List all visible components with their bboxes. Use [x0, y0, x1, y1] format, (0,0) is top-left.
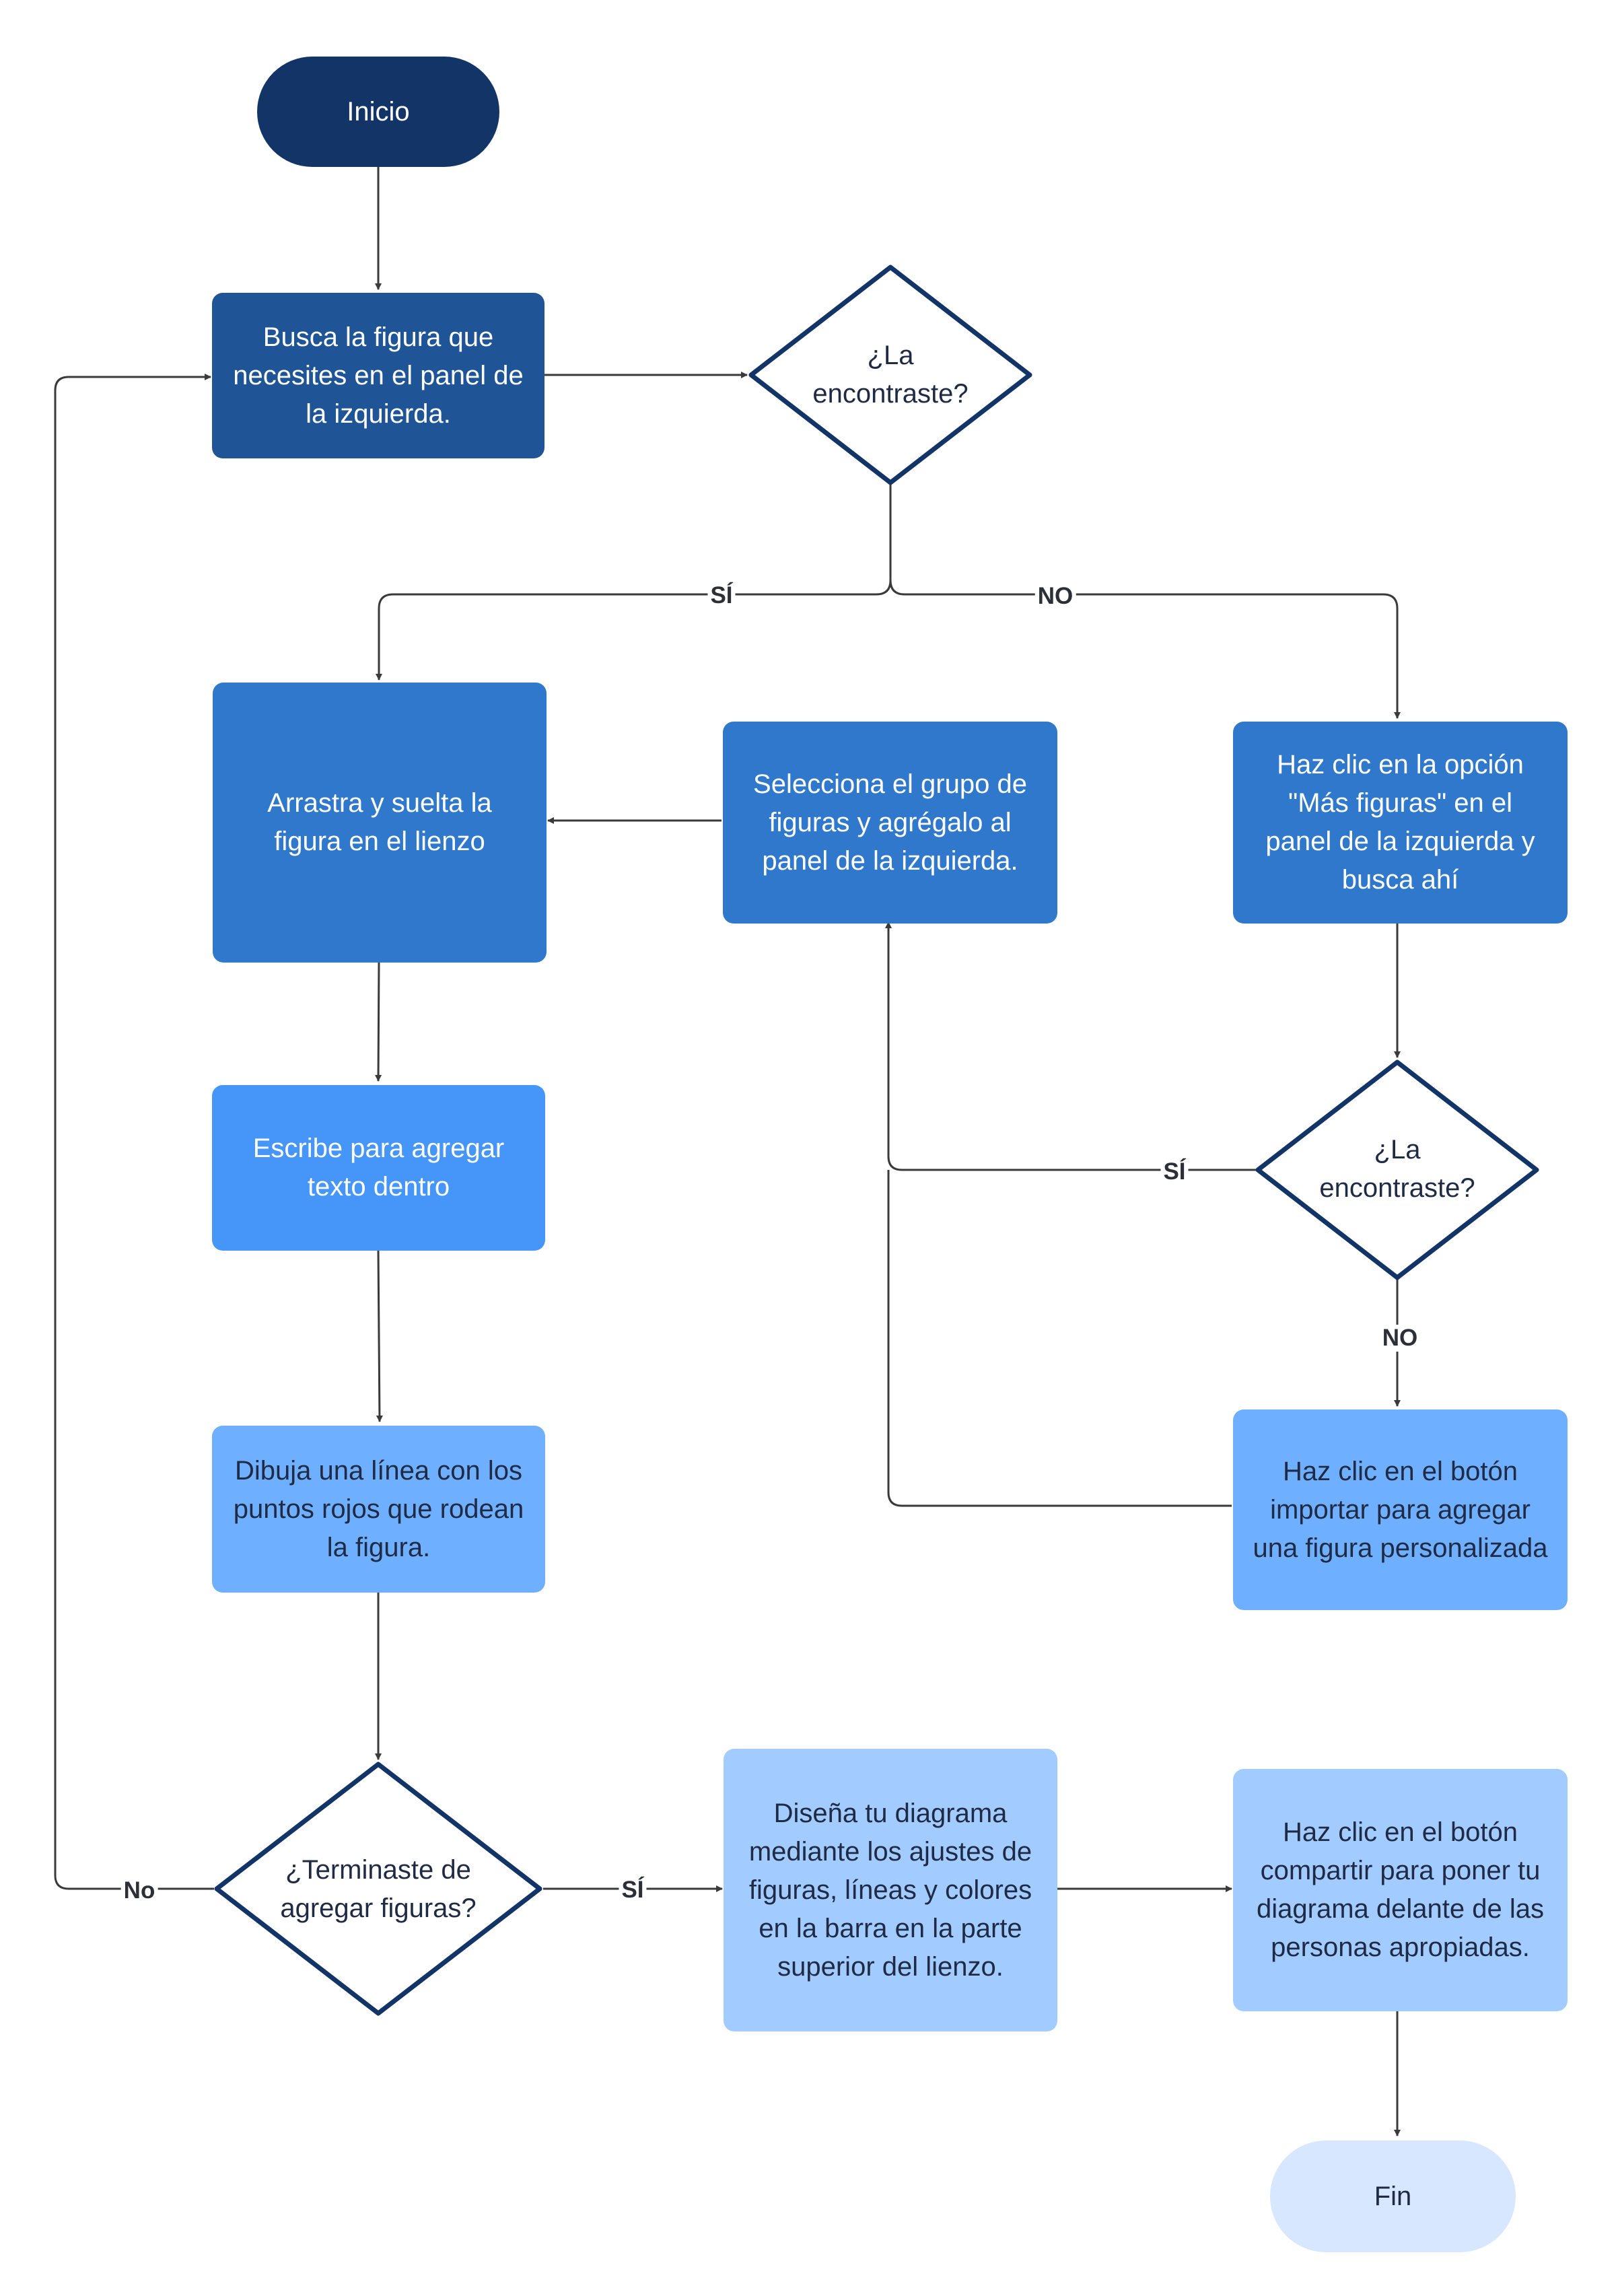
start-label: Inicio	[347, 96, 410, 127]
process-draw-line[interactable]: Dibuja una línea con los puntos rojos qu…	[212, 1426, 545, 1593]
decision-found-1[interactable]: ¿La encontraste?	[794, 323, 987, 427]
more-shapes-label: Haz clic en la opción "Más figuras" en e…	[1265, 750, 1535, 895]
edge-found1-no	[889, 580, 1401, 719]
process-more-shapes[interactable]: Haz clic en la opción "Más figuras" en e…	[1233, 722, 1568, 924]
select-group-label: Selecciona el grupo de figuras y agrégal…	[753, 769, 1027, 876]
edge-found2-yes	[885, 921, 1257, 1171]
end-node[interactable]: Fin	[1270, 2141, 1516, 2252]
process-drag-drop[interactable]: Arrastra y suelta la figura en el lienzo	[213, 683, 547, 963]
process-type-text[interactable]: Escribe para agregar texto dentro	[212, 1085, 545, 1251]
decision-found-2[interactable]: ¿La encontraste?	[1301, 1117, 1494, 1221]
edge-found1-yes	[376, 485, 892, 681]
decision-diamond-finished	[214, 1762, 542, 2016]
drag-drop-label: Arrastra y suelta la figura en el lienzo	[267, 788, 492, 856]
import-label: Haz clic en el botón importar para agreg…	[1253, 1456, 1548, 1563]
edge-text-to-line	[376, 1250, 383, 1422]
decision-finished[interactable]: ¿Terminaste de agregar figuras?	[256, 1838, 501, 1941]
edge-drag-to-text	[375, 961, 382, 1082]
end-label: Fin	[1374, 2181, 1412, 2211]
edge-label-finished-yes: SÍ	[619, 1877, 647, 1904]
process-find-shape[interactable]: Busca la figura que necesites en el pane…	[212, 293, 544, 458]
share-label: Haz clic en el botón compartir para pone…	[1257, 1817, 1544, 1962]
draw-line-label: Dibuja una línea con los puntos rojos qu…	[233, 1455, 524, 1562]
decision-diamond-found-2	[1255, 1059, 1539, 1280]
design-label: Diseña tu diagrama mediante los ajustes …	[748, 1798, 1032, 1982]
edge-label-found-2-yes: SÍ	[1160, 1158, 1189, 1185]
edge-label-found-2-no: NO	[1379, 1325, 1421, 1352]
type-text-label: Escribe para agregar texto dentro	[252, 1134, 505, 1202]
start-node[interactable]: Inicio	[257, 57, 499, 167]
found-1-label: ¿La encontraste?	[812, 341, 969, 409]
edge-label-finished-no: No	[120, 1877, 158, 1904]
decision-diamond-found-1	[748, 265, 1032, 485]
finished-label: ¿Terminaste de agregar figuras?	[280, 1855, 477, 1923]
edge-label-found-1-yes: SÍ	[707, 582, 736, 609]
process-design[interactable]: Diseña tu diagrama mediante los ajustes …	[724, 1749, 1057, 2031]
found-2-label: ¿La encontraste?	[1319, 1135, 1475, 1203]
find-shape-label: Busca la figura que necesites en el pane…	[233, 322, 524, 429]
process-select-group[interactable]: Selecciona el grupo de figuras y agrégal…	[723, 722, 1057, 924]
process-import[interactable]: Haz clic en el botón importar para agreg…	[1233, 1410, 1568, 1610]
edge-label-found-1-no: NO	[1034, 583, 1076, 610]
edge-finished-no	[54, 374, 214, 1890]
process-share[interactable]: Haz clic en el botón compartir para pone…	[1233, 1769, 1568, 2011]
edge-import-to-select	[887, 1170, 1232, 1507]
